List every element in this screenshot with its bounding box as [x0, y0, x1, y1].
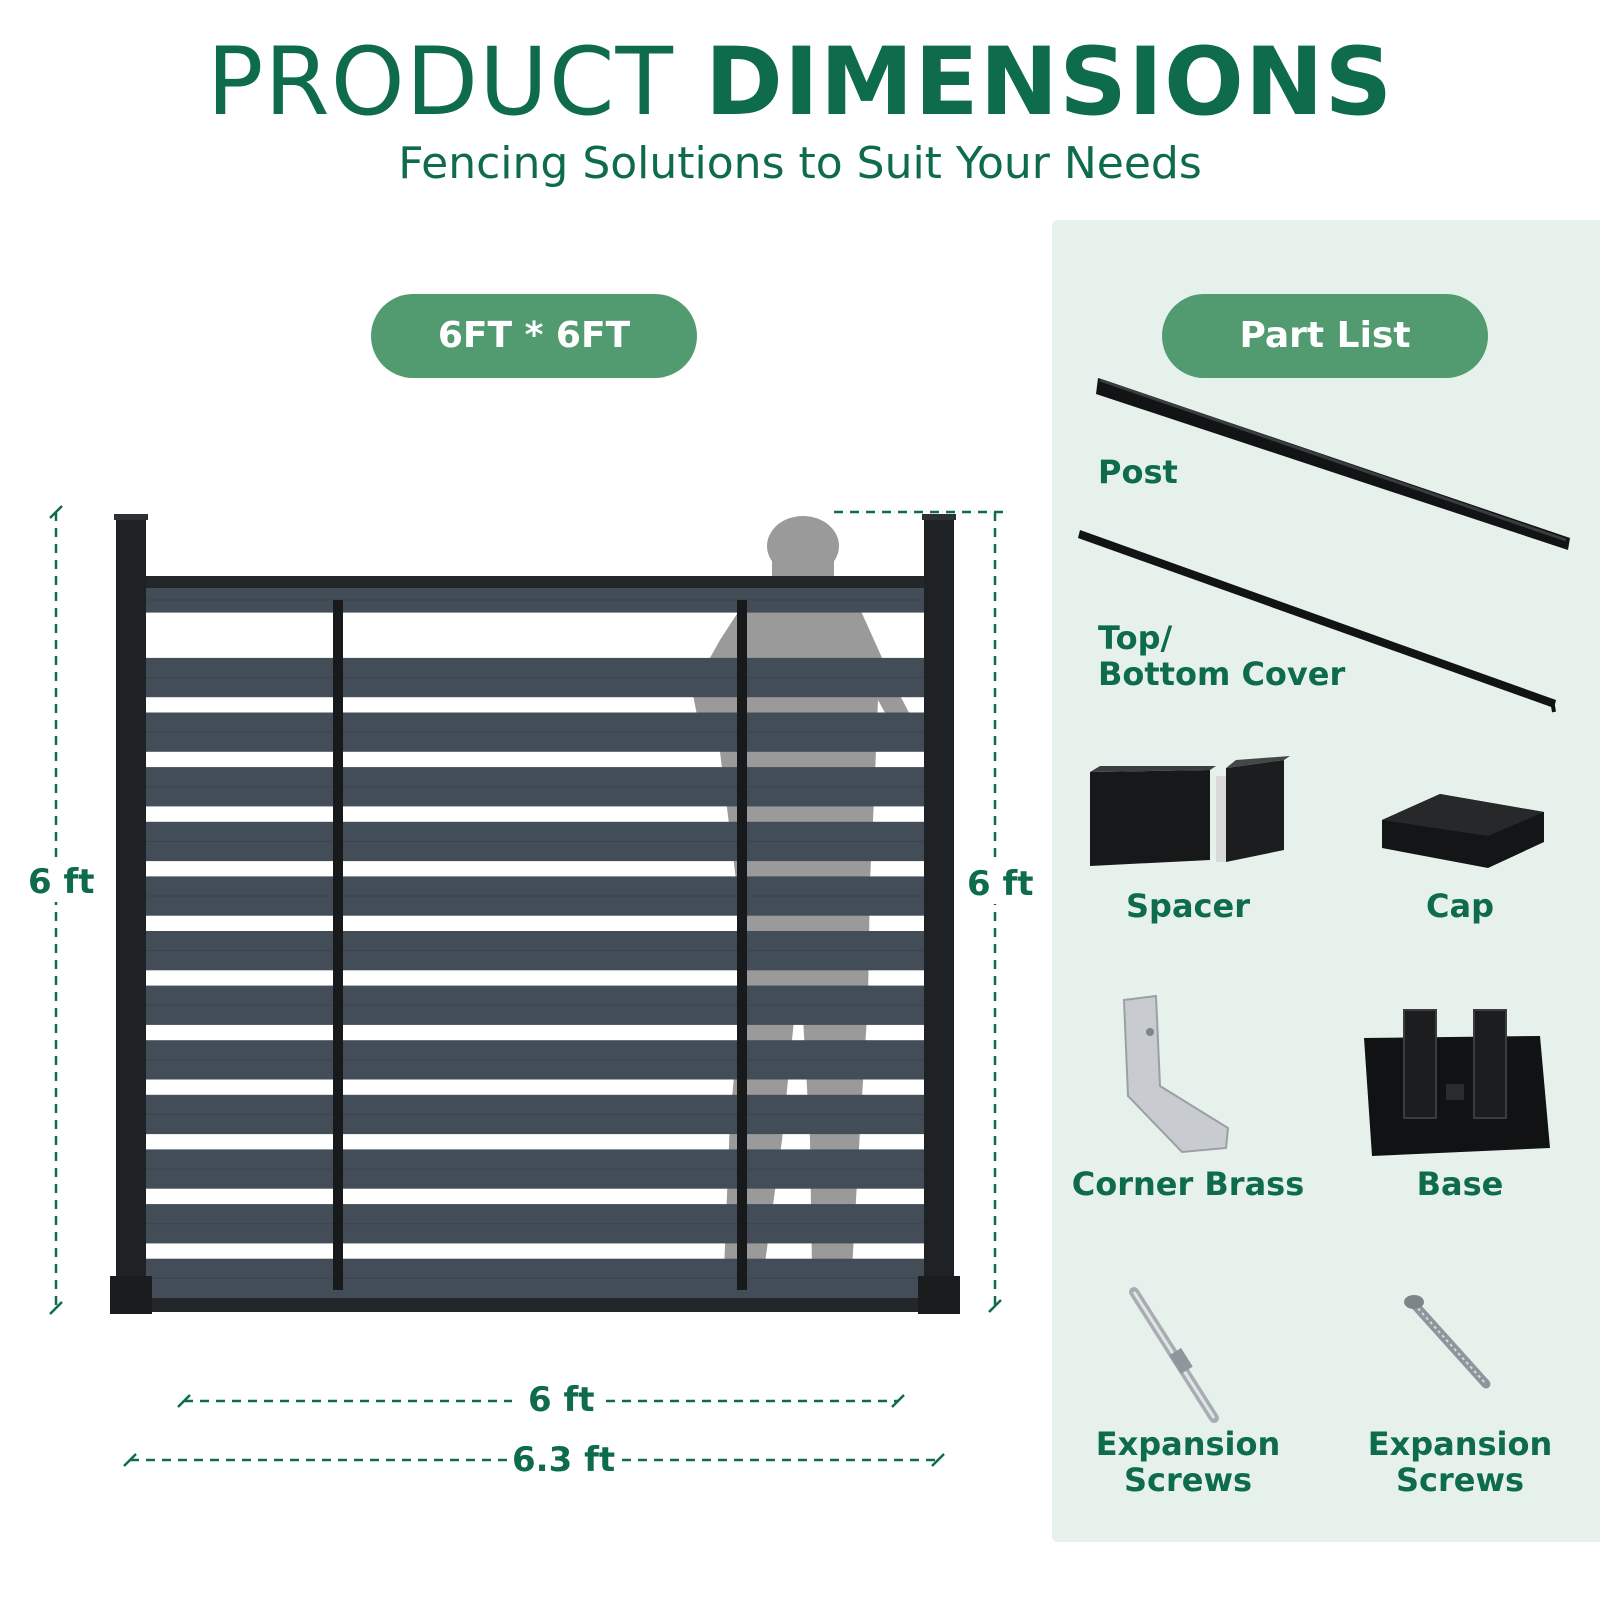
part-label-base: Base [1416, 1165, 1504, 1203]
fence-spacer-post [737, 600, 747, 1290]
right-post-cap [922, 514, 956, 520]
part-label-screw: Expansion Screws [1367, 1425, 1553, 1499]
left-post [116, 516, 146, 1312]
fence-spacer-post [333, 600, 343, 1290]
left-post-cap [114, 514, 148, 520]
bottom-cover [142, 1298, 926, 1312]
part-label-expansion-bolt: Expansion Screws [1095, 1425, 1281, 1499]
title-bold: DIMENSIONS [704, 28, 1394, 137]
part-label-cap: Cap [1426, 887, 1494, 925]
fence-slats [146, 588, 924, 1298]
height-label-left: 6 ft [26, 862, 97, 902]
right-base [918, 1276, 960, 1314]
part-label-corner-brass: Corner Brass [1071, 1165, 1305, 1203]
part-label-post: Post [1098, 453, 1178, 491]
right-post [924, 516, 954, 1312]
title-light: PRODUCT [206, 28, 674, 137]
fence-spacers [333, 600, 747, 1290]
part-list-panel [1052, 220, 1600, 1542]
top-cover [142, 576, 926, 588]
panel-width-label: 6 ft [522, 1380, 601, 1420]
height-label-right: 6 ft [965, 864, 1036, 904]
part-label-cover: Top/ Bottom Cover [1098, 619, 1346, 693]
page-title: PRODUCT DIMENSIONS [0, 28, 1600, 138]
part-list-heading: Part List [1162, 294, 1488, 378]
size-badge: 6FT * 6FT [371, 294, 697, 378]
overall-width-label: 6.3 ft [508, 1440, 620, 1480]
part-label-spacer: Spacer [1126, 887, 1250, 925]
page-subtitle: Fencing Solutions to Suit Your Needs [398, 138, 1202, 189]
left-base [110, 1276, 152, 1314]
